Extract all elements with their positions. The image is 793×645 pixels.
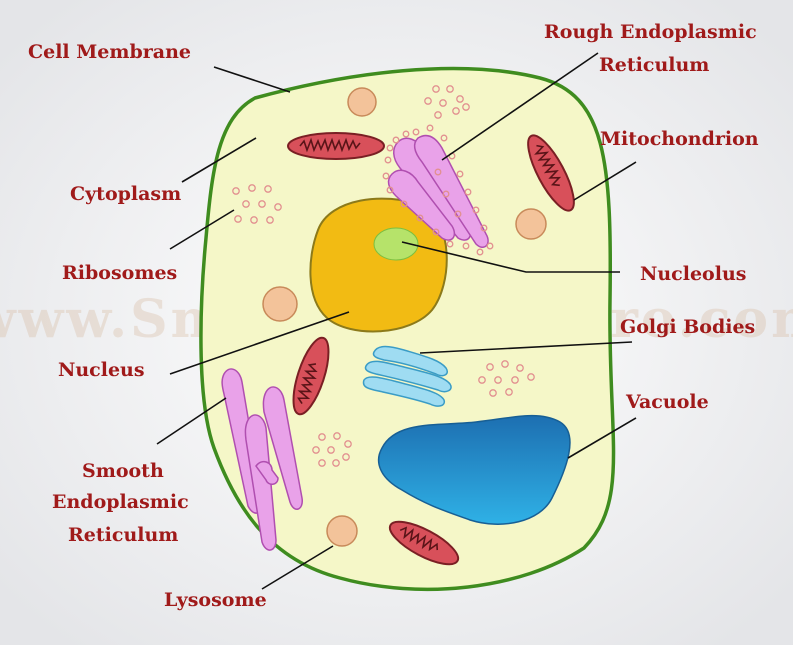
label-nucleus: Nucleus [58, 359, 145, 381]
label-mitochondrion: Mitochondrion [600, 128, 759, 150]
label-smooth-er-line1: Smooth [82, 460, 164, 482]
label-nucleolus: Nucleolus [640, 263, 746, 285]
label-rough-er-line2: Reticulum [599, 54, 709, 76]
label-ribosomes: Ribosomes [62, 262, 177, 284]
label-cell-membrane: Cell Membrane [28, 41, 191, 63]
label-lysosome: Lysosome [164, 589, 267, 611]
label-vacuole: Vacuole [625, 391, 709, 413]
label-smooth-er-line3: Reticulum [68, 524, 178, 546]
label-rough-er-line1: Rough Endoplasmic [544, 21, 757, 43]
mitochondrion-top [288, 133, 384, 159]
label-golgi-bodies: Golgi Bodies [620, 316, 755, 338]
label-cytoplasm: Cytoplasm [70, 183, 181, 205]
label-smooth-er-line2: Endoplasmic [52, 491, 189, 513]
